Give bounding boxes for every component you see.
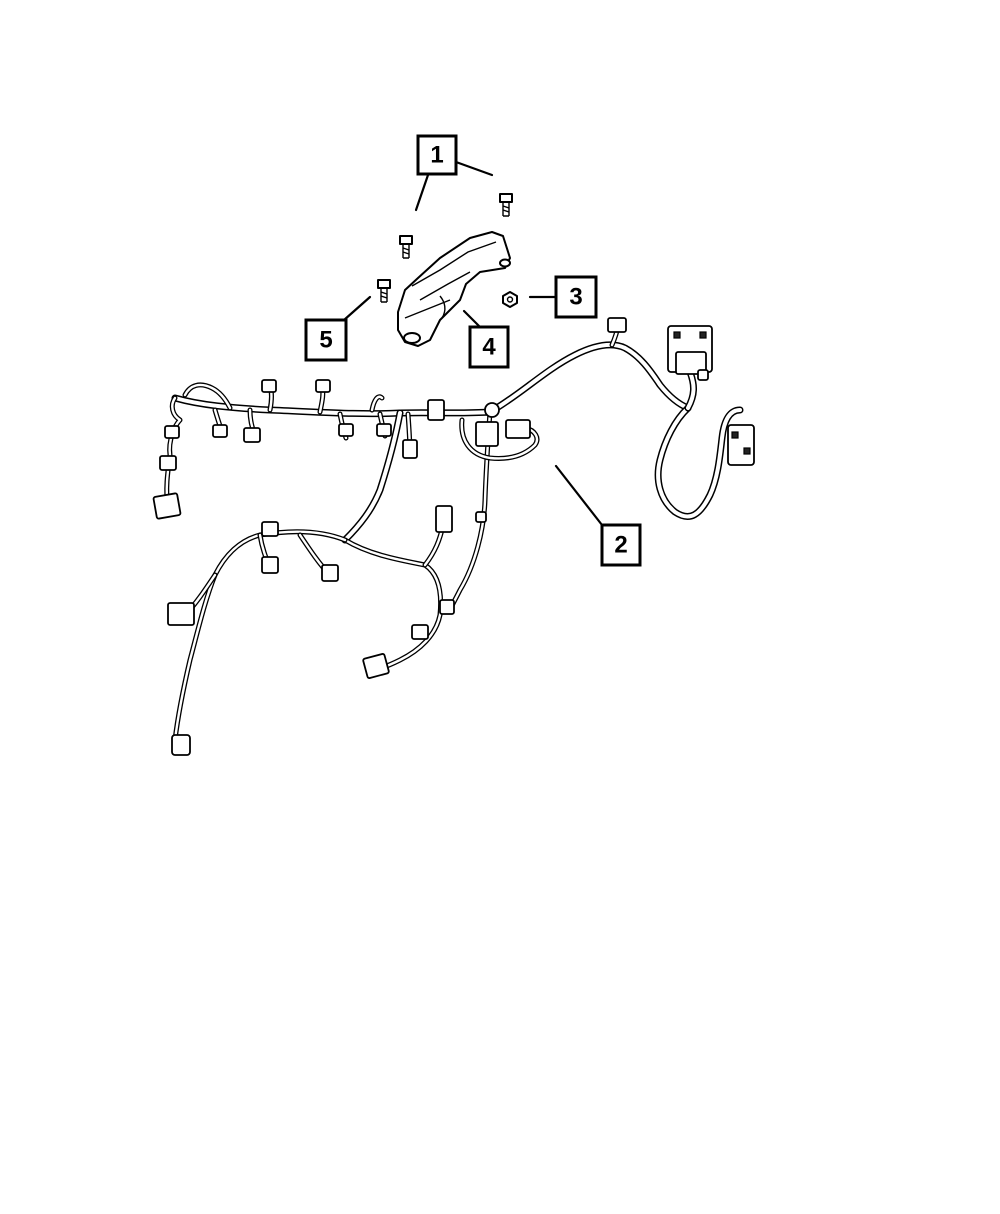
callout-3-label: 3: [569, 284, 582, 311]
nut-part[interactable]: [502, 291, 518, 308]
callout-5[interactable]: 5: [304, 318, 348, 362]
callout-1[interactable]: 1: [416, 134, 458, 176]
bolt-upper-left[interactable]: [399, 235, 413, 259]
callout-5-label: 5: [319, 327, 332, 354]
bolt-lower[interactable]: [377, 279, 391, 303]
wiring-harness[interactable]: [152, 317, 755, 756]
leader-2: [554, 464, 604, 527]
leader-1a: [414, 173, 430, 212]
callout-3[interactable]: 3: [554, 275, 598, 319]
callout-1-label: 1: [430, 142, 443, 169]
callout-4-label: 4: [482, 334, 496, 361]
bolt-upper-right[interactable]: [499, 193, 513, 217]
leader-5: [342, 295, 372, 322]
leader-1b: [454, 160, 494, 177]
callout-2[interactable]: 2: [600, 523, 642, 567]
bracket-part[interactable]: [397, 231, 511, 347]
callout-4[interactable]: 4: [468, 325, 510, 369]
callout-2-label: 2: [614, 532, 627, 559]
